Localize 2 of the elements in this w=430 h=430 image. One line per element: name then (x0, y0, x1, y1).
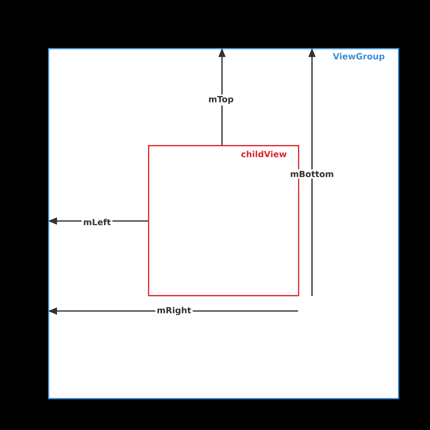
edge-label: mLeft (82, 217, 112, 227)
edge-label: mTop (206, 94, 236, 106)
